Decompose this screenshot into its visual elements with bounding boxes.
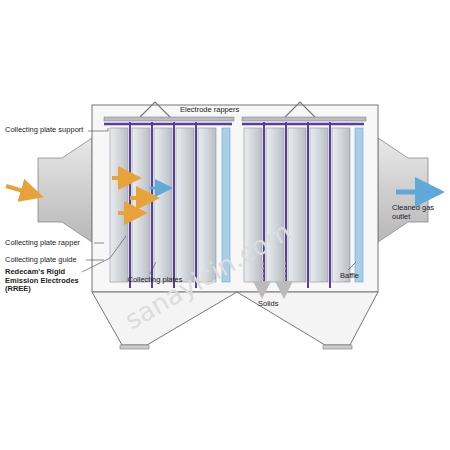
emission-electrode — [195, 122, 197, 288]
collecting-plate — [110, 128, 128, 282]
collecting-plate — [288, 128, 306, 282]
emission-electrode — [151, 122, 153, 288]
callout-label: Solids — [258, 300, 298, 309]
collecting-plate — [266, 128, 284, 282]
emission-electrode — [173, 122, 175, 288]
emission-electrode — [329, 122, 331, 288]
callout-label: Collecting plate guide — [5, 256, 87, 265]
callout-label: Collecting plate rapper — [5, 239, 93, 248]
callout-label: Redecam's Rigid Emission Electrodes (RRE… — [5, 268, 83, 294]
collecting-plate — [332, 128, 350, 282]
callout-label: Collecting plate support — [5, 126, 87, 135]
callout-label: Cleaned gas outlet — [392, 204, 446, 221]
callout-label: Baffle — [340, 272, 380, 281]
collecting-plate — [310, 128, 328, 282]
emission-electrode — [129, 122, 131, 288]
callout-label: Electrode rappers — [180, 106, 260, 115]
emission-electrode — [307, 122, 309, 288]
collecting-plate — [154, 128, 172, 282]
collecting-plate — [132, 128, 150, 282]
collecting-plate — [176, 128, 194, 282]
